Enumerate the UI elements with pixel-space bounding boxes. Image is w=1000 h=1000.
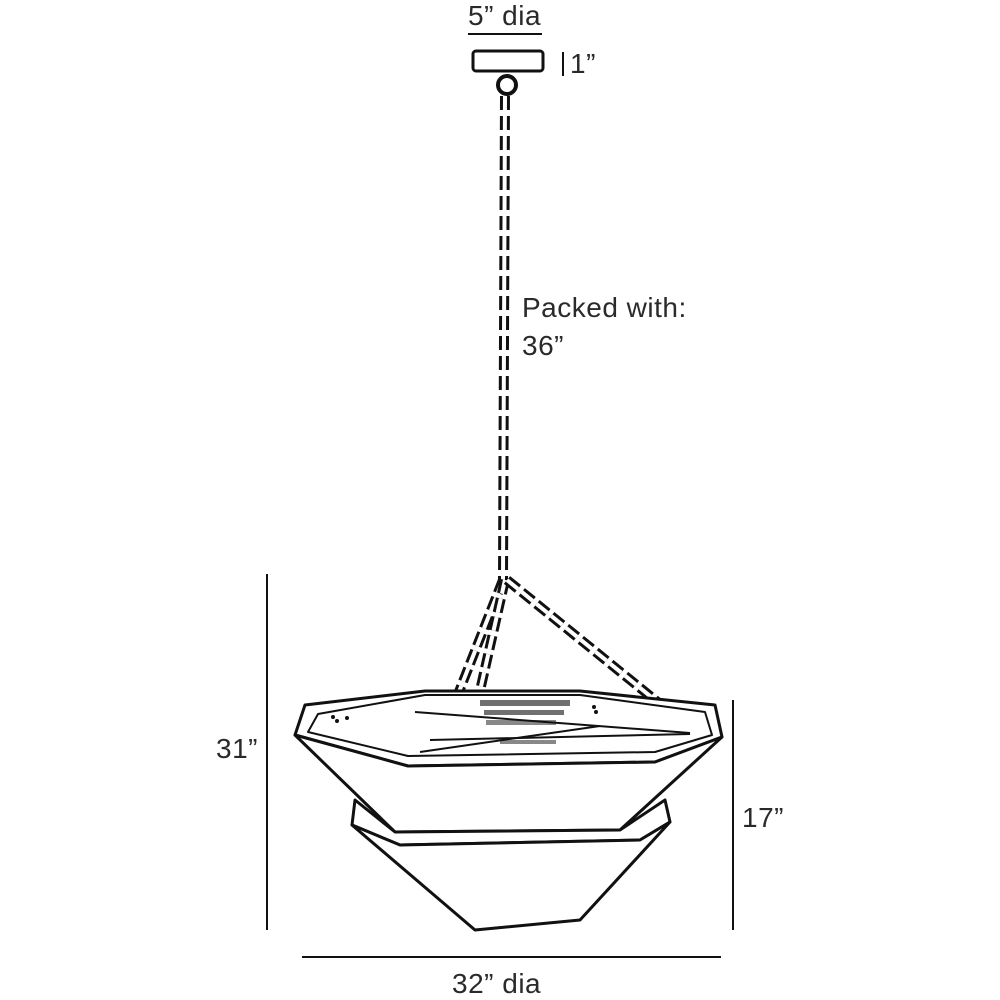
shade-height-label: 17” — [742, 802, 784, 833]
chain-note-line2: 36” — [522, 330, 564, 361]
main-chain — [498, 95, 510, 581]
overall-height-label: 31” — [216, 733, 258, 764]
lower-shade — [350, 798, 672, 932]
canopy-ring — [496, 74, 518, 96]
shade-diameter-label: 32” dia — [452, 968, 542, 999]
chain-note-line1: Packed with: — [522, 292, 687, 323]
canopy-diameter-label: 5” dia — [468, 0, 542, 31]
canopy — [471, 49, 545, 73]
shade-texture — [331, 700, 598, 744]
canopy-height-label: 1” — [570, 48, 596, 79]
